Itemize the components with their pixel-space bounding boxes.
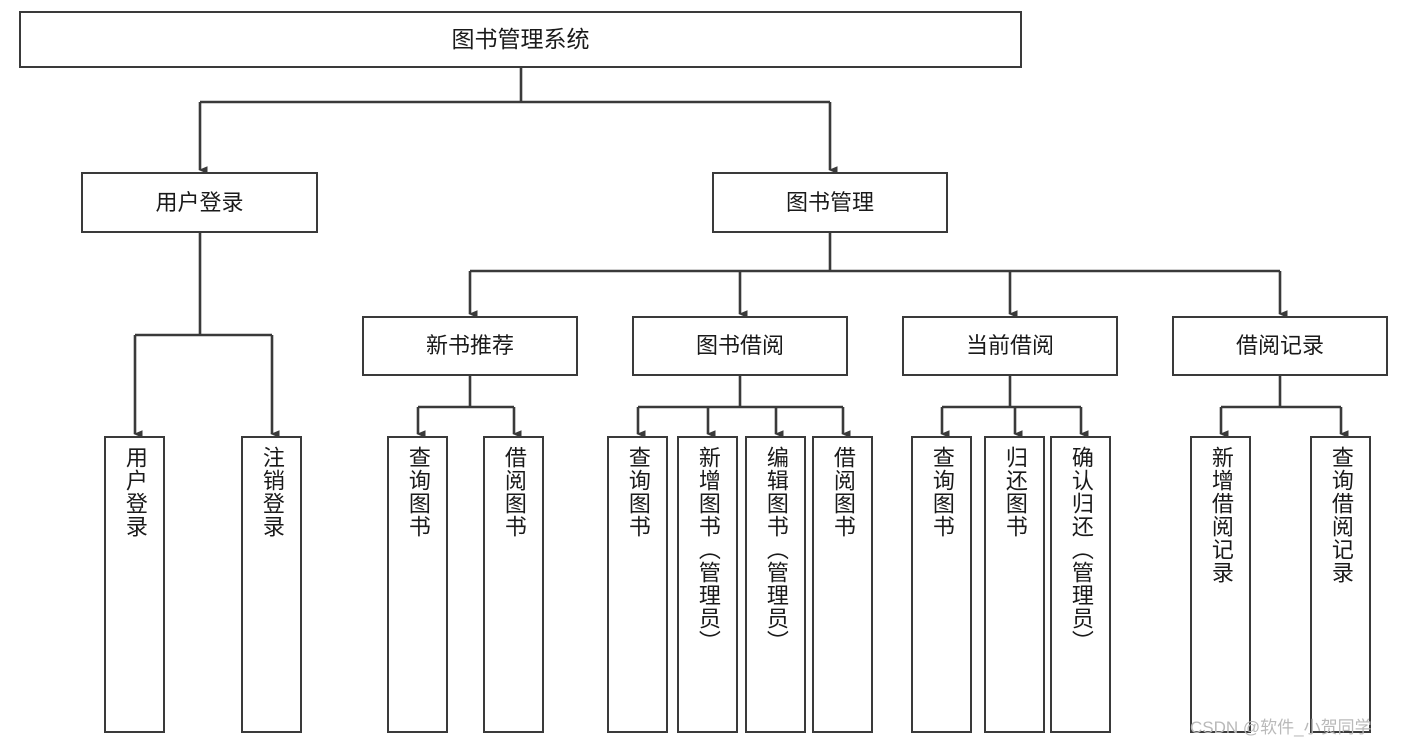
node-label: 新增借阅记录	[1208, 446, 1234, 584]
node-leaf-user-login[interactable]: 用户登录	[104, 436, 165, 733]
node-label: 新书推荐	[425, 333, 514, 359]
node-label: 查询借阅记录	[1328, 446, 1354, 584]
node-leaf-borrow-book-2[interactable]: 借阅图书	[812, 436, 873, 733]
node-leaf-query-book-2[interactable]: 查询图书	[607, 436, 668, 733]
node-root[interactable]: 图书管理系统	[19, 11, 1022, 68]
node-label: 图书管理系统	[451, 26, 590, 53]
node-label: 借阅记录	[1235, 333, 1324, 359]
node-label: 图书管理	[785, 189, 874, 215]
node-label: 用户登录	[155, 189, 244, 215]
node-label: 用户登录	[122, 446, 148, 538]
node-leaf-borrow-book-1[interactable]: 借阅图书	[483, 436, 544, 733]
node-label: 借阅图书	[830, 446, 856, 538]
node-new-book-rec[interactable]: 新书推荐	[362, 316, 578, 376]
node-label: 确认归还（管理员）	[1068, 446, 1094, 653]
node-user-login[interactable]: 用户登录	[81, 172, 318, 233]
node-leaf-query-book-1[interactable]: 查询图书	[387, 436, 448, 733]
node-label: 查询图书	[625, 446, 651, 538]
node-leaf-return-book[interactable]: 归还图书	[984, 436, 1045, 733]
node-leaf-add-record[interactable]: 新增借阅记录	[1190, 436, 1251, 733]
node-label: 当前借阅	[965, 333, 1054, 359]
node-borrow-records[interactable]: 借阅记录	[1172, 316, 1388, 376]
node-current-borrow[interactable]: 当前借阅	[902, 316, 1118, 376]
node-leaf-query-record[interactable]: 查询借阅记录	[1310, 436, 1371, 733]
node-book-borrow[interactable]: 图书借阅	[632, 316, 848, 376]
node-label: 编辑图书（管理员）	[763, 446, 789, 653]
node-leaf-query-book-3[interactable]: 查询图书	[911, 436, 972, 733]
node-label: 查询图书	[405, 446, 431, 538]
node-label: 归还图书	[1002, 446, 1028, 538]
node-book-mgmt[interactable]: 图书管理	[712, 172, 948, 233]
node-leaf-confirm-return[interactable]: 确认归还（管理员）	[1050, 436, 1111, 733]
node-leaf-add-book[interactable]: 新增图书（管理员）	[677, 436, 738, 733]
watermark-text: CSDN @软件_小贺同学	[1190, 718, 1372, 737]
node-label: 查询图书	[929, 446, 955, 538]
node-label: 图书借阅	[695, 333, 784, 359]
node-leaf-edit-book[interactable]: 编辑图书（管理员）	[745, 436, 806, 733]
node-leaf-user-logout[interactable]: 注销登录	[241, 436, 302, 733]
node-label: 新增图书（管理员）	[695, 446, 721, 653]
node-label: 借阅图书	[501, 446, 527, 538]
node-label: 注销登录	[259, 446, 285, 538]
